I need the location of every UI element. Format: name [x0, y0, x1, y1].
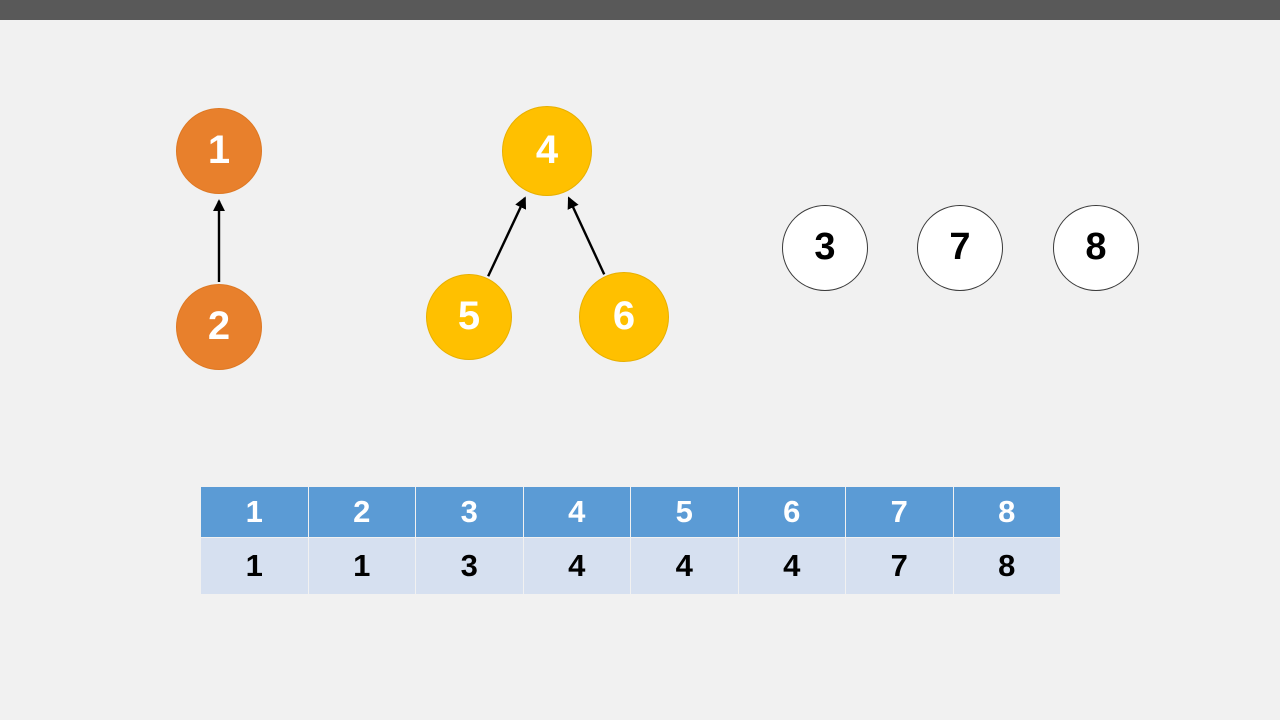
table-header-cell: 7 [845, 486, 954, 538]
table-value-cell: 4 [630, 537, 739, 595]
graph-edge-6-to-4 [567, 196, 606, 275]
graph-node-1[interactable]: 1 [176, 108, 262, 194]
table-value-cell: 1 [307, 537, 416, 595]
table-value-cell: 1 [200, 537, 309, 595]
top-bar [0, 0, 1280, 20]
graph-node-4[interactable]: 4 [502, 106, 592, 196]
graph-edge-5-to-4 [487, 196, 527, 277]
graph-node-label: 8 [1085, 226, 1107, 268]
table-header-cell: 3 [415, 486, 524, 538]
graph-node-2[interactable]: 2 [176, 284, 262, 370]
table-header-cell: 4 [522, 486, 631, 538]
graph-node-3[interactable]: 3 [782, 205, 868, 291]
graph-node-label: 2 [207, 304, 231, 348]
table-value-cell: 8 [952, 537, 1061, 595]
graph-node-label: 3 [814, 226, 836, 268]
table-value-cell: 4 [737, 537, 846, 595]
table-header-cell: 8 [952, 486, 1061, 538]
graph-node-label: 4 [535, 128, 559, 172]
graph-node-6[interactable]: 6 [579, 272, 669, 362]
graph-edges-layer [213, 196, 606, 282]
table-header-cell: 2 [307, 486, 416, 538]
table-value-cell: 4 [522, 537, 631, 595]
graph-node-7[interactable]: 7 [917, 205, 1003, 291]
graph-node-8[interactable]: 8 [1053, 205, 1139, 291]
table-value-cell: 7 [845, 537, 954, 595]
graph-node-label: 5 [457, 294, 481, 338]
graph-node-label: 7 [949, 226, 971, 268]
edges-group [213, 196, 606, 282]
graph-node-5[interactable]: 5 [426, 274, 512, 360]
table-header-cell: 5 [630, 486, 739, 538]
table-value-cell: 3 [415, 537, 524, 595]
table-header-cell: 6 [737, 486, 846, 538]
graph-node-label: 1 [207, 128, 231, 172]
graph-node-label: 6 [612, 294, 636, 338]
table-header-cell: 1 [200, 486, 309, 538]
